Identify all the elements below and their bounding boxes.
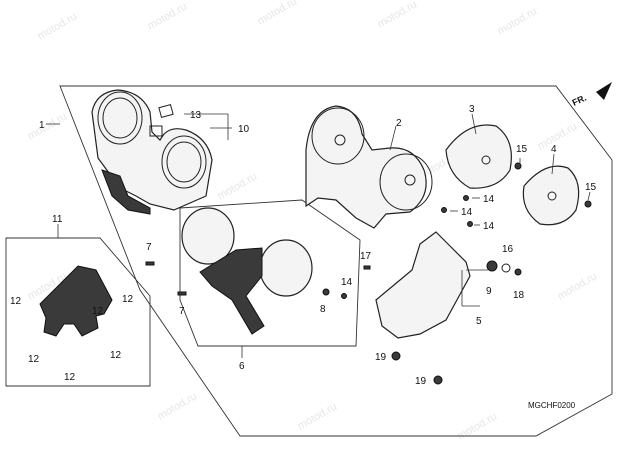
watermark: motod.ru <box>556 270 600 302</box>
callout-18: 18 <box>513 290 525 301</box>
callout-5: 5 <box>476 316 482 327</box>
meter-harness <box>199 247 265 335</box>
callout-12b: 12 <box>122 294 134 305</box>
callout-2: 2 <box>396 118 402 129</box>
front-direction-indicator: FR. <box>571 82 612 108</box>
callout-12c: 12 <box>92 306 104 317</box>
watermark: motod.ru <box>156 390 200 422</box>
meter-unit <box>181 207 313 335</box>
callout-15a: 15 <box>516 144 528 155</box>
callout-12e: 12 <box>110 350 122 361</box>
callout-1: 1 <box>39 120 45 131</box>
meter-subframe <box>179 199 361 347</box>
callout-7b: 7 <box>179 306 185 317</box>
callout-12a: 12 <box>10 296 22 307</box>
callout-19b: 19 <box>415 376 427 387</box>
screw-14a <box>463 195 469 201</box>
screw-15b <box>584 200 592 208</box>
watermark: motod.ru <box>496 5 540 37</box>
grommet-9 <box>486 260 498 272</box>
callout-14b: 14 <box>461 207 473 218</box>
right-cup-hole <box>404 174 416 186</box>
fasteners <box>145 162 592 385</box>
watermark: motod.ru <box>456 410 500 442</box>
screw-7a <box>145 261 155 266</box>
cover-hole <box>481 155 491 165</box>
callout-7a: 7 <box>146 242 152 253</box>
arrow-icon <box>596 82 612 100</box>
callout-19a: 19 <box>375 352 387 363</box>
nut-18 <box>514 268 522 276</box>
watermark: motod.ru <box>536 120 580 152</box>
callout-14c: 14 <box>483 221 495 232</box>
nut-19a <box>391 351 401 361</box>
screw-14c <box>467 221 473 227</box>
callout-17: 17 <box>360 251 372 262</box>
screw-15a <box>514 162 522 170</box>
right-bezel <box>161 135 207 189</box>
tachometer-dial <box>181 207 235 265</box>
left-cup <box>311 107 365 165</box>
clip-17 <box>363 265 371 270</box>
watermark: motod.ru <box>256 0 300 28</box>
callout-11: 11 <box>52 214 63 225</box>
inset-panel-cover <box>39 265 113 337</box>
rear-cover-left <box>445 124 512 189</box>
watermark: motod.ru <box>146 0 190 32</box>
callout-6: 6 <box>239 361 245 372</box>
rear-cover-right <box>522 165 580 226</box>
callout-16: 16 <box>502 244 514 255</box>
callout-15b: 15 <box>585 182 597 193</box>
watermark: motod.ru <box>36 10 80 42</box>
right-lens <box>166 141 202 183</box>
cover-shell <box>522 165 580 226</box>
callout-13: 13 <box>190 110 202 121</box>
diagram-code: MGCHF0200 <box>528 401 576 410</box>
direction-label: FR. <box>571 93 588 108</box>
socket-8 <box>322 288 330 296</box>
left-lens <box>102 97 138 139</box>
left-bezel <box>97 91 143 145</box>
callout-4: 4 <box>551 144 557 155</box>
meter-cup-assembly <box>305 105 433 229</box>
callout-8: 8 <box>320 304 326 315</box>
cover-shell <box>445 124 512 189</box>
inset-frame <box>5 237 151 387</box>
callout-12d: 12 <box>28 354 40 365</box>
meter-stay <box>375 231 471 339</box>
indicator-window <box>149 125 163 137</box>
watermark: motod.ru <box>296 400 340 432</box>
indicator-lens <box>158 104 174 118</box>
case-lower-skirt <box>101 169 151 215</box>
screw-14d <box>341 293 347 299</box>
right-cup <box>379 153 433 211</box>
washer-16 <box>501 263 511 273</box>
callout-10: 10 <box>238 124 250 135</box>
watermark: motod.ru <box>376 0 420 31</box>
callout-labels: 1 2 3 4 5 6 7 7 8 9 10 11 12 12 12 12 12… <box>10 104 597 387</box>
watermark: motod.ru <box>26 110 70 142</box>
callout-14a: 14 <box>483 194 495 205</box>
meter-case-upper <box>91 89 213 215</box>
assembly-frame <box>59 85 613 437</box>
cover-hole <box>547 191 557 201</box>
screw-7b <box>177 291 187 296</box>
callout-3: 3 <box>469 104 475 115</box>
screw-14b <box>441 207 447 213</box>
speedometer-dial <box>259 239 313 297</box>
leader-lines <box>46 113 591 358</box>
nut-19b <box>433 375 443 385</box>
callout-14d: 14 <box>341 277 353 288</box>
watermark-layer: motod.ru motod.ru motod.ru motod.ru moto… <box>26 0 600 443</box>
left-cup-hole <box>334 134 346 146</box>
callout-9: 9 <box>486 286 492 297</box>
callout-12f: 12 <box>64 372 76 383</box>
watermark: motod.ru <box>216 170 260 202</box>
